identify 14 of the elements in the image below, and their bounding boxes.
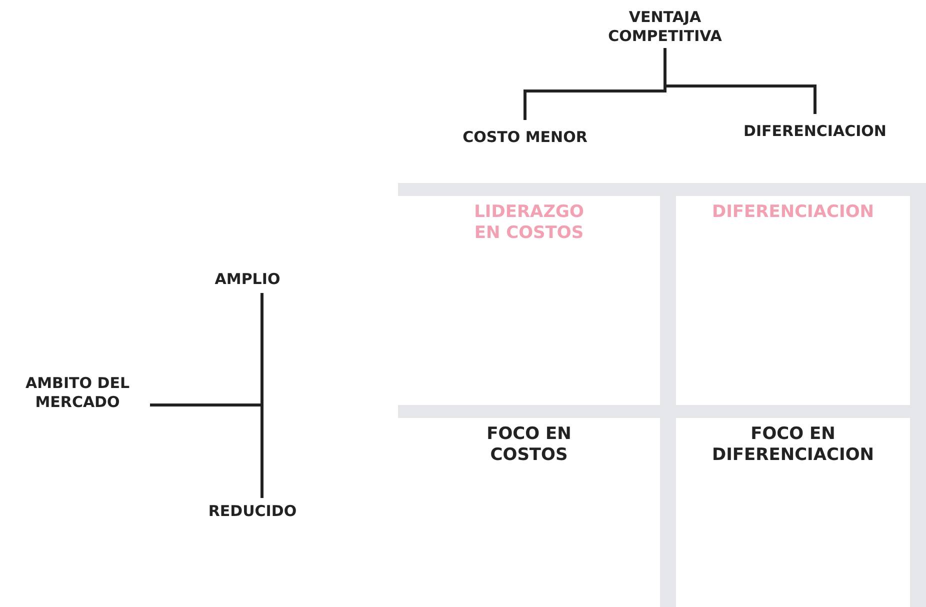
row-label: AMPLIO [195, 270, 300, 289]
column-label: COSTO MENOR [450, 128, 600, 147]
matrix-cell [398, 405, 676, 607]
matrix-cell [676, 405, 926, 607]
row-label: REDUCIDO [195, 502, 310, 521]
column-label: DIFERENCIACION [735, 122, 895, 141]
axis-title: VENTAJA COMPETITIVA [590, 8, 740, 46]
bracket-connector [150, 404, 264, 498]
axis-title: AMBITO DEL MERCADO [5, 374, 150, 412]
bracket-connector [664, 48, 816, 114]
cell-text: DIFERENCIACION [710, 202, 876, 223]
cell-text: LIDERAZGO EN COSTOS [473, 202, 585, 244]
cell-text: FOCO EN COSTOS [486, 424, 572, 466]
cell-text: FOCO EN DIFERENCIACION [710, 424, 876, 466]
